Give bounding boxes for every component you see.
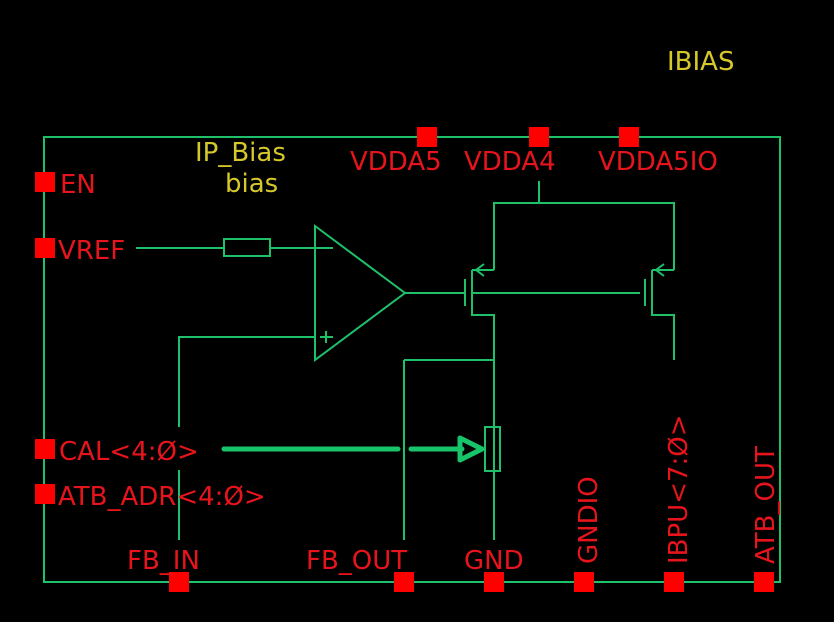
pin-atb-adr[interactable] [35,484,55,504]
pin-gnd[interactable] [484,572,504,592]
pin-label-gnd: GND [464,546,524,576]
pin-label-vref: VREF [58,236,125,266]
pin-label-atb-adr: ATB_ADR<4:Ø> [58,482,266,512]
pin-cal[interactable] [35,439,55,459]
pin-label-gndio: GNDIO [574,476,604,564]
pin-label-atb-out: ATB_OUT [751,446,781,564]
pin-label-vdda5io: VDDA5IO [598,147,718,177]
pin-atb-out[interactable] [754,572,774,592]
fb-in-wire [178,336,315,427]
cell-name-label: IBIAS [667,47,734,77]
pin-fb-out[interactable] [394,572,414,592]
trim-resistor [484,426,501,472]
supply-rail-wire [493,202,675,270]
cal-bus-arrow-icon [457,435,485,463]
pin-vref[interactable] [35,238,55,258]
pin-label-vdda5: VDDA5 [350,147,442,177]
pin-vdda4[interactable] [529,127,549,147]
pin-gndio[interactable] [574,572,594,592]
instance-name-label: bias [225,169,278,199]
pin-en[interactable] [35,172,55,192]
instance-master-label: IP_Bias [195,138,286,168]
pin-label-cal: CAL<4:Ø> [59,437,199,467]
pin-fb-in[interactable] [169,572,189,592]
pin-vdda5io[interactable] [619,127,639,147]
pin-label-en: EN [60,170,96,200]
pin-label-vdda4: VDDA4 [464,147,556,177]
pin-label-fb-in: FB_IN [127,546,200,576]
vref-resistor [223,238,271,257]
pin-label-ibpu: IBPU<7:Ø> [664,414,694,564]
pin-label-fb-out: FB_OUT [306,546,407,576]
pmos-transistor-2 [644,263,675,360]
opamp-symbol [314,224,407,362]
pmos-transistor-1 [464,263,495,540]
pin-ibpu[interactable] [664,572,684,592]
pin-vdda5[interactable] [417,127,437,147]
